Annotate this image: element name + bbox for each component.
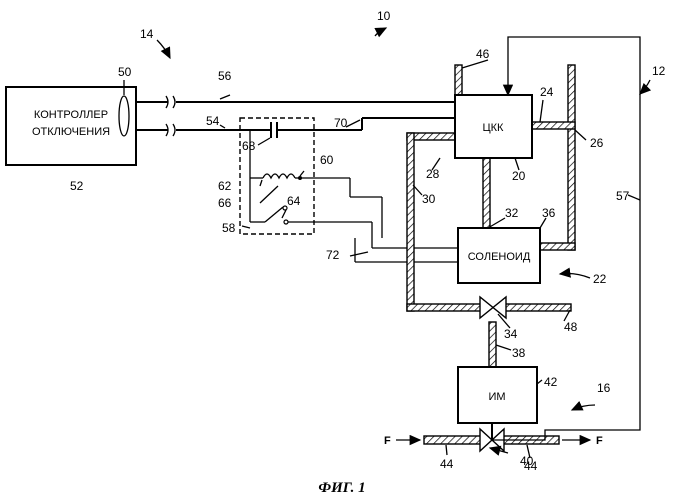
- ref-38: 38: [512, 346, 526, 360]
- ref-62: 62: [218, 179, 232, 193]
- ref-57: 57: [616, 189, 630, 203]
- ref-70: 70: [334, 116, 348, 130]
- ref-54: 54: [206, 114, 220, 128]
- ref-52: 52: [70, 179, 84, 193]
- ref-14: 14: [140, 27, 154, 41]
- pipe-48: [503, 304, 571, 311]
- ref-24: 24: [540, 85, 554, 99]
- flow-arrow-out: F: [562, 435, 603, 447]
- ref-16: 16: [597, 381, 611, 395]
- reference-numerals: 10 12 14 16 20 22 24 26 28 30 32 34 36 3…: [70, 9, 666, 473]
- ref-66: 66: [218, 196, 232, 210]
- svg-text:F: F: [384, 435, 391, 447]
- flow-arrow-in: F: [384, 435, 420, 447]
- pipe-32: [483, 158, 490, 228]
- ref-32: 32: [505, 206, 519, 220]
- svg-text:F: F: [596, 435, 603, 447]
- ref-64: 64: [287, 194, 301, 208]
- ref-60: 60: [320, 153, 334, 167]
- ref-72: 72: [326, 248, 340, 262]
- figure-caption: ФИГ. 1: [318, 480, 365, 496]
- ref-12: 12: [652, 64, 666, 78]
- pipe-38: [489, 322, 496, 367]
- ref-48: 48: [564, 320, 578, 334]
- ref-20: 20: [512, 169, 526, 183]
- pipe-30: [407, 133, 485, 311]
- ckk-label: ЦКК: [483, 122, 505, 134]
- ref-58: 58: [222, 221, 236, 235]
- ref-44b: 44: [524, 459, 538, 473]
- inner-circuit: [250, 130, 382, 224]
- valve-34: [480, 297, 506, 318]
- ref-28: 28: [426, 167, 440, 181]
- pipe-24: [532, 122, 575, 129]
- ref-42: 42: [544, 375, 558, 389]
- ref-34: 34: [504, 327, 518, 341]
- signal-line-54: [136, 124, 250, 136]
- ref-26: 26: [590, 136, 604, 150]
- solenoid-label: СОЛЕНОИД: [468, 251, 531, 263]
- ref-30: 30: [422, 192, 436, 206]
- ref-22: 22: [593, 272, 607, 286]
- ref-50: 50: [118, 65, 132, 79]
- controller-label-1: КОНТРОЛЛЕР: [34, 109, 108, 121]
- ref-56: 56: [218, 69, 232, 83]
- ref-68: 68: [242, 139, 256, 153]
- ref-10: 10: [377, 9, 391, 23]
- im-label: ИМ: [488, 391, 505, 403]
- ref-36: 36: [542, 206, 556, 220]
- ref-44a: 44: [440, 457, 454, 471]
- pipe-36: [540, 243, 575, 250]
- ref-46: 46: [476, 47, 490, 61]
- signal-line-56: [136, 96, 455, 108]
- controller-label-2: ОТКЛЮЧЕНИЯ: [32, 126, 110, 138]
